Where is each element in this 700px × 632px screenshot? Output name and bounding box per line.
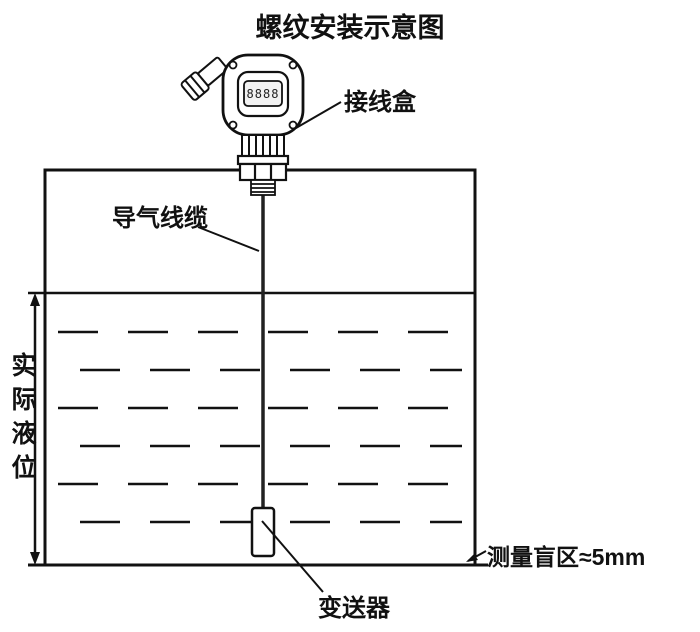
probe-transmitter-body — [250, 506, 276, 558]
screw-icon — [228, 120, 238, 130]
screw-icon — [228, 60, 238, 70]
air-cable-label: 导气线缆 — [112, 205, 208, 232]
mounting-hex-nut — [236, 154, 290, 182]
housing-screws — [228, 60, 298, 130]
thread-stub — [250, 179, 276, 196]
cable-gland-icon — [180, 56, 229, 101]
display-lcd — [243, 80, 283, 107]
tank — [28, 168, 488, 567]
hex-nut-body — [238, 162, 288, 182]
junction-box-label: 接线盒 — [344, 89, 416, 116]
screw-icon — [288, 60, 298, 70]
arrowhead-down-icon — [30, 552, 40, 565]
gland-nut — [180, 71, 210, 101]
screw-icon — [288, 120, 298, 130]
knurled-neck — [241, 134, 285, 157]
transmitter-head: 8888 — [180, 53, 305, 196]
display-digits: 8888 — [247, 87, 280, 101]
leader-lines — [197, 101, 487, 593]
level-dimension-arrow — [30, 293, 40, 565]
water-dash-lines — [58, 330, 462, 524]
flange — [236, 154, 290, 166]
arrowhead-up-icon — [30, 293, 40, 306]
blind-zone-arrowhead-icon — [466, 554, 478, 562]
transmitter-label: 变送器 — [318, 595, 390, 622]
air-cable-leader — [197, 226, 260, 252]
blind-zone-label: 测量盲区≈5mm — [487, 544, 646, 570]
gland-knurl-line — [189, 75, 206, 94]
transmitter-leader — [261, 520, 324, 593]
tank-outline — [43, 168, 477, 567]
gland-knurl-line — [184, 79, 200, 98]
actual-level-label: 实际液位 — [8, 352, 36, 488]
page-title: 螺纹安装示意图 — [255, 13, 445, 43]
junction-box-leader — [295, 101, 342, 129]
